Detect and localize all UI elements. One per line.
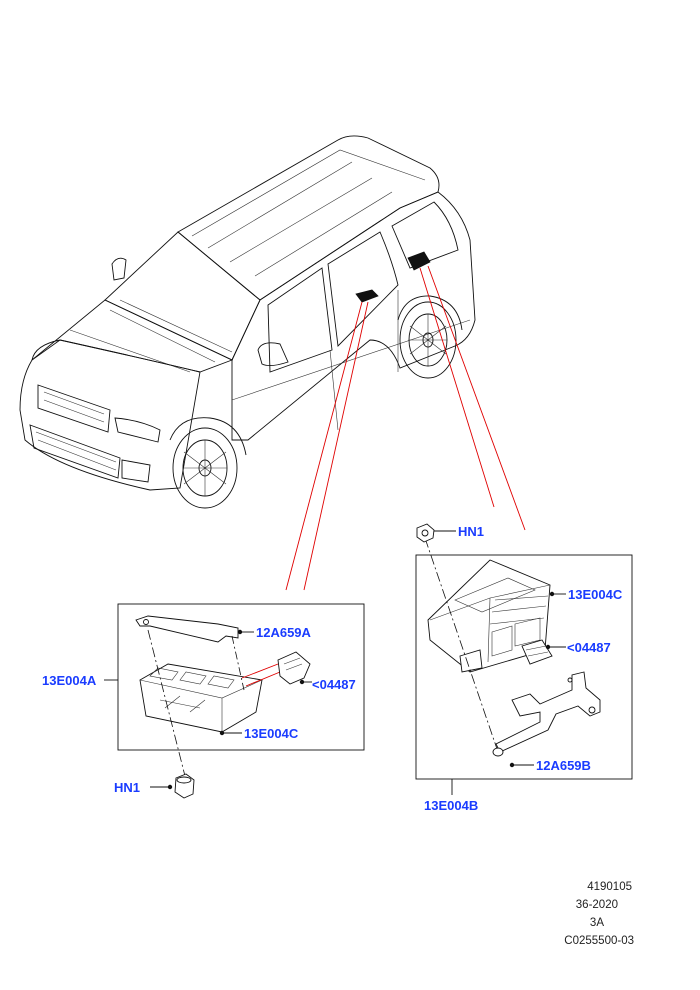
meta-line-2: 36-2020 [576,899,618,911]
label-13e004c-right[interactable]: 13E004C [568,587,623,602]
hn1-nut-top [416,523,435,543]
meta-line-3: 3A [590,917,604,929]
module-location-rear [407,251,431,271]
meta-line-4: C0255500-03 [564,935,634,947]
module-location-front [355,289,379,303]
label-04487-right[interactable]: <04487 [567,640,611,655]
meta-line-1: 4190105 [587,881,632,893]
rear-module-assembly [416,523,601,795]
label-13e004b[interactable]: 13E004B [424,798,478,813]
detail-box-left [117,603,365,751]
label-hn1-bottom[interactable]: HN1 [114,780,140,795]
label-12a659b[interactable]: 12A659B [536,758,591,773]
drawing-reference-block: 4190105 36-2020 3A C0255500-03 [564,881,634,947]
label-04487-left[interactable]: <04487 [312,677,356,692]
red-leader-lines [285,265,526,591]
rear-wheel [397,295,463,379]
label-13e004c-left[interactable]: 13E004C [244,726,299,741]
label-12a659a[interactable]: 12A659A [256,625,312,640]
front-module-assembly [104,615,312,799]
hn1-nut-bottom [174,773,195,799]
front-wheel [169,417,247,509]
vehicle-illustration [19,135,476,509]
detail-box-right [415,554,633,780]
label-13e004a[interactable]: 13E004A [42,673,97,688]
label-hn1-top[interactable]: HN1 [458,524,484,539]
connector-left [277,651,312,685]
